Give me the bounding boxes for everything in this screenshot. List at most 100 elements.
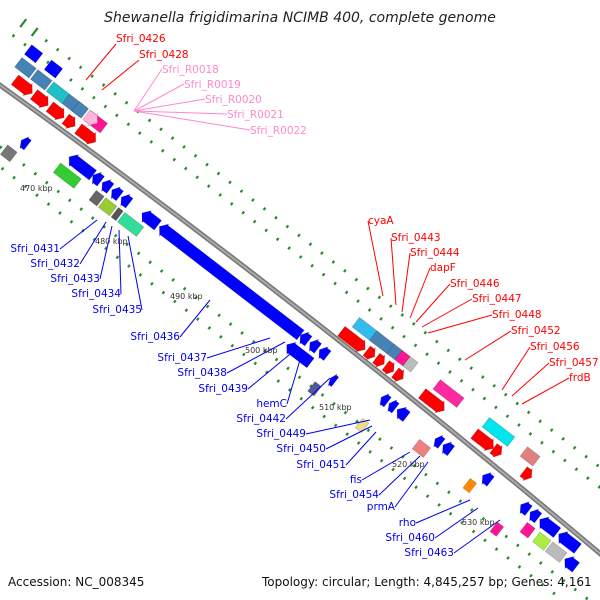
tick-mark — [551, 449, 556, 454]
kbp-tick-label: 470 kbp — [20, 184, 53, 193]
label-line — [390, 237, 397, 306]
gene-label: Sfri_0437 — [157, 352, 207, 364]
tick-mark — [23, 42, 27, 47]
tick-mark — [102, 224, 107, 229]
tick-mark — [136, 251, 141, 256]
label-lines — [59, 43, 570, 554]
tick-mark — [58, 211, 62, 215]
reverse-gene-arrow — [396, 406, 411, 422]
reverse-gene-arrow — [19, 136, 32, 151]
gene-label: Sfri_0435 — [92, 304, 142, 316]
tick-mark — [138, 273, 143, 277]
gene-label: Sfri_0457 — [549, 357, 599, 369]
gene-block — [307, 381, 322, 397]
label-line — [118, 229, 122, 295]
tick-mark — [285, 224, 290, 229]
forward-gene-arrow — [10, 74, 33, 96]
tick-mark — [150, 281, 154, 286]
label-line — [59, 219, 98, 250]
label-line — [79, 221, 107, 265]
gene-label: Sfri_0443 — [391, 232, 441, 244]
tick-mark — [262, 207, 267, 211]
tick-mark — [552, 591, 556, 596]
tick-mark — [332, 401, 336, 406]
label-line — [415, 499, 471, 524]
rna-gene-label: Sfri_R0019 — [184, 79, 241, 91]
tick-mark — [494, 547, 499, 552]
gene-label: Sfri_0434 — [71, 288, 121, 300]
forward-gene-arrow — [372, 352, 386, 368]
tick-mark — [378, 437, 382, 442]
tick-mark — [389, 446, 394, 450]
tick-mark — [229, 202, 234, 206]
gene-label: Sfri_0428 — [139, 49, 189, 61]
tick-mark — [447, 490, 451, 495]
gene-label: rho — [399, 517, 416, 529]
tick-mark — [12, 175, 16, 180]
gene-label: Sfri_0439 — [198, 383, 248, 395]
tick-mark — [322, 414, 327, 419]
gene-label: Sfri_0442 — [236, 413, 286, 425]
label-line — [521, 377, 570, 405]
label-line — [85, 43, 117, 81]
label-line — [285, 377, 331, 420]
label-line — [133, 98, 206, 112]
kbp-tick-label: 500 kbp — [245, 346, 278, 355]
tick-mark — [354, 277, 359, 282]
gene-label: Sfri_0456 — [530, 341, 580, 353]
gene-label: Sfri_0446 — [450, 278, 500, 290]
tick-mark — [205, 162, 209, 167]
tick-mark — [320, 251, 324, 255]
tick-mark — [263, 348, 267, 353]
tick-mark — [239, 189, 244, 194]
tick-mark — [595, 463, 600, 468]
label-line — [101, 59, 140, 91]
kbp-tick-label: 510 kbp — [319, 403, 352, 412]
tick-mark — [586, 476, 590, 480]
tick-mark — [584, 596, 589, 600]
label-line — [325, 425, 373, 450]
reverse-gene-arrow — [529, 508, 543, 524]
forward-gene-arrow — [61, 113, 76, 129]
tick-mark — [252, 219, 257, 224]
label-line — [345, 431, 377, 466]
tick-mark — [389, 304, 393, 309]
tick-mark — [310, 405, 315, 410]
tick-mark — [402, 476, 407, 481]
tick-mark — [471, 387, 475, 392]
tick-mark — [138, 131, 142, 135]
label-line — [409, 267, 431, 319]
gene-label: Sfri_0436 — [130, 331, 180, 343]
tick-mark — [125, 242, 129, 247]
tick-mark — [561, 578, 566, 583]
tick-mark — [276, 379, 281, 383]
tick-mark — [251, 198, 255, 202]
reverse-gene-arrow — [91, 171, 105, 187]
tick-mark — [356, 299, 360, 304]
gene-block — [30, 69, 53, 91]
tick-mark — [574, 467, 579, 472]
forward-gene-arrow — [45, 101, 65, 121]
forward-gene-arrow — [362, 345, 376, 361]
tick-mark — [425, 352, 429, 357]
tick-mark — [0, 145, 3, 150]
tick-mark — [228, 322, 233, 327]
label-line — [401, 252, 411, 313]
tick-mark — [469, 366, 474, 370]
tick-mark — [414, 485, 418, 490]
rna-gene-label: Sfri_R0018 — [162, 64, 219, 76]
map-title: Shewanella frigidimarina NCIMB 400, comp… — [104, 10, 496, 26]
forward-gene-arrow — [470, 428, 494, 452]
tick-mark — [471, 529, 476, 534]
rna-gene-label: Sfri_R0021 — [227, 109, 284, 121]
tick-mark — [368, 449, 372, 454]
label-line — [127, 235, 143, 311]
gene-block — [489, 521, 505, 537]
tick-mark — [457, 357, 462, 362]
reverse-gene-arrow — [318, 346, 332, 361]
tick-mark — [182, 286, 187, 291]
tick-mark — [297, 375, 302, 380]
reverse-gene-arrow — [481, 471, 495, 487]
label-line — [179, 299, 211, 338]
tick-mark — [377, 295, 382, 300]
